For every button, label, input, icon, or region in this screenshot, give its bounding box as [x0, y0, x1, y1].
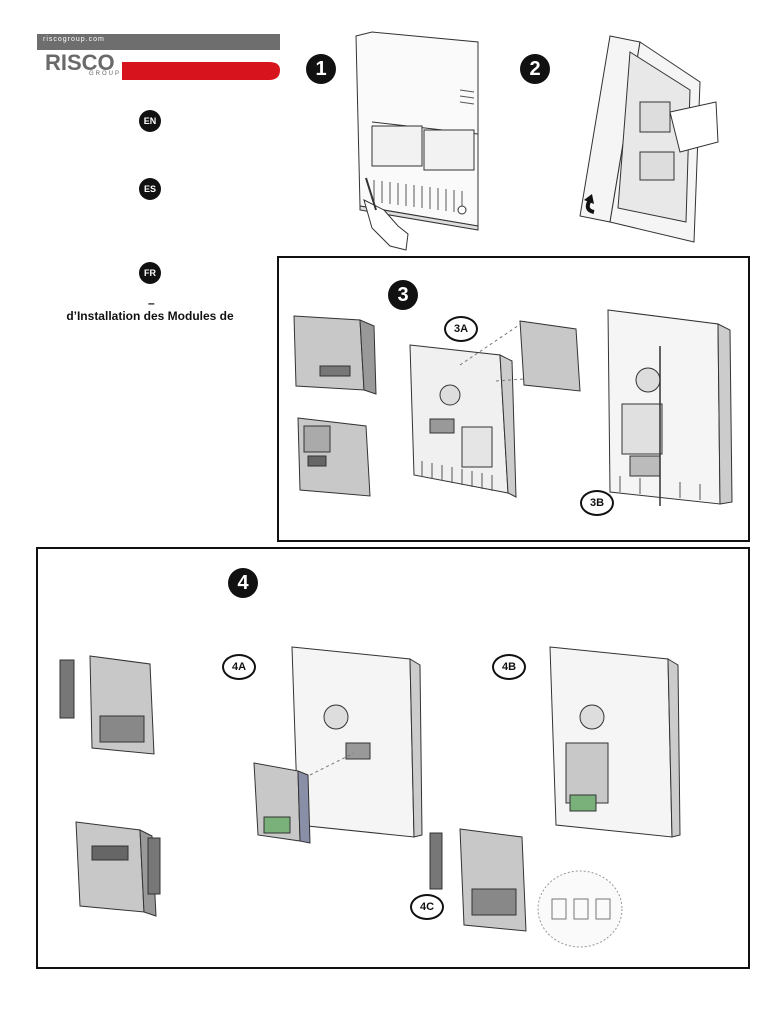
- brand-sub-text: GROUP: [89, 71, 122, 77]
- step-3-modules-illustration: [293, 315, 377, 497]
- step-3b-panel-illustration: [607, 309, 733, 506]
- step-4a-label: 4A: [222, 654, 256, 680]
- language-badge-en: EN: [139, 110, 161, 132]
- step-3-marker: 3: [388, 280, 418, 310]
- step-3b-label: 3B: [580, 490, 614, 516]
- step-4c-detail-illustration: [429, 828, 623, 948]
- step-1-marker: 1: [306, 54, 336, 84]
- step-4b-label: 4B: [492, 654, 526, 680]
- fr-title: d’Installation des Modules de: [66, 309, 234, 323]
- language-badge-es: ES: [139, 178, 161, 200]
- step-3a-panel-illustration: [409, 320, 581, 498]
- step-4-frame: [36, 547, 750, 969]
- step-4b-panel-illustration: [549, 646, 681, 838]
- risco-logo: riscogroup.com RISCO GROUP: [37, 34, 280, 82]
- step-4-modules-illustration: [59, 655, 161, 917]
- website-text: riscogroup.com: [43, 36, 105, 43]
- step-4c-label: 4C: [410, 894, 444, 920]
- step-4a-panel-illustration: [253, 646, 423, 844]
- language-badge-fr: FR: [139, 262, 161, 284]
- step-2-illustration: [579, 35, 719, 243]
- step-1-illustration: [355, 31, 479, 251]
- step-2-marker: 2: [520, 54, 550, 84]
- fr-dash: –: [148, 296, 155, 310]
- step-3-frame: [277, 256, 750, 542]
- brand-text: RISCO: [45, 50, 115, 75]
- step-4-marker: 4: [228, 568, 258, 598]
- step-3a-label: 3A: [444, 316, 478, 342]
